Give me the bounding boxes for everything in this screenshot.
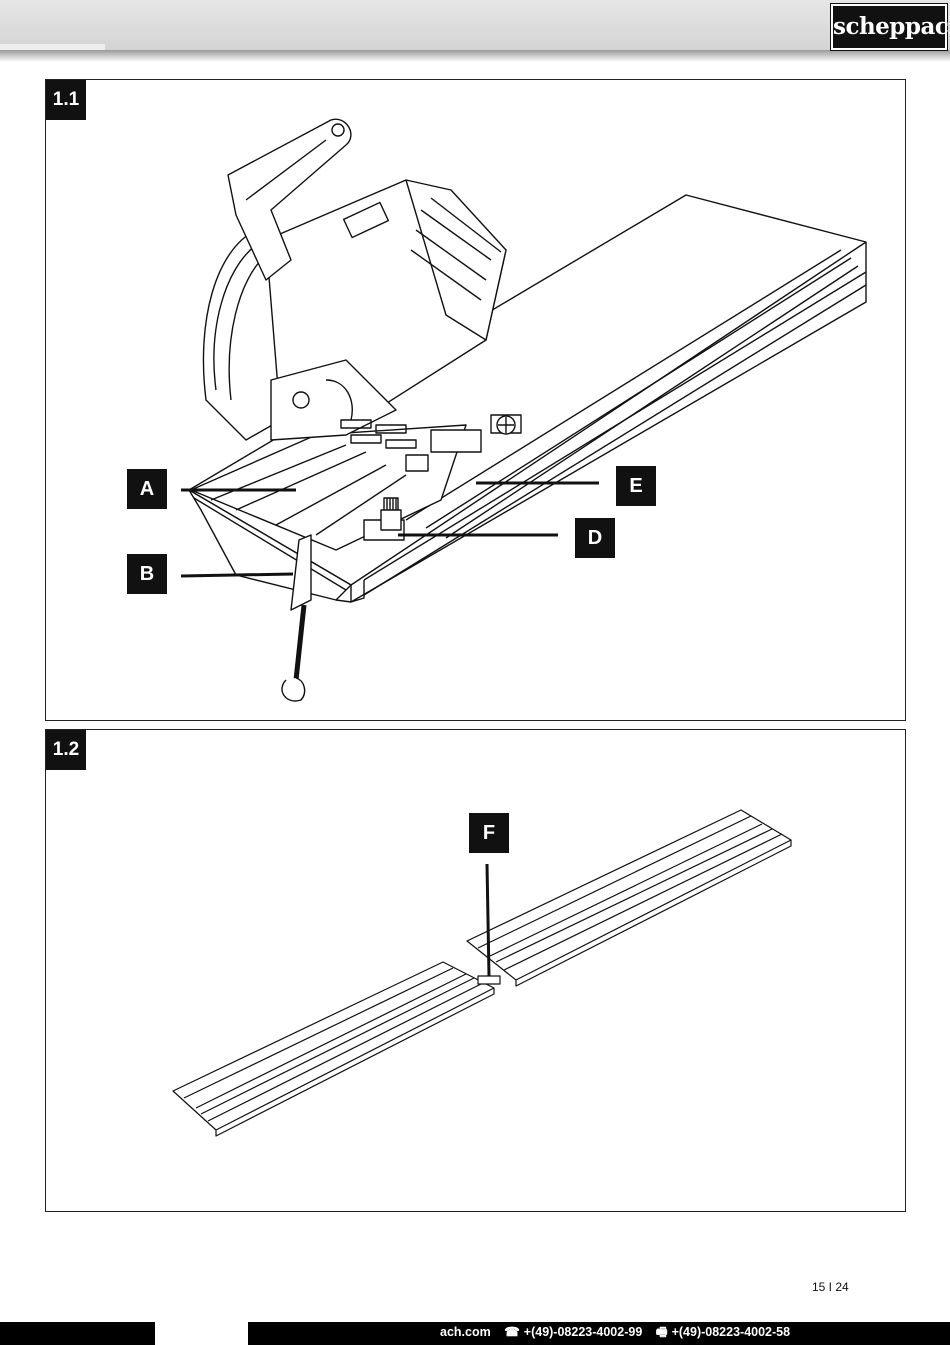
adjustment-knob-d bbox=[363, 454, 429, 541]
footer-bar: ach.com ☎+(49)-08223-4002-99 🖷+(49)-0822… bbox=[0, 1322, 950, 1345]
rail-clamp bbox=[290, 534, 312, 611]
callout-a: A bbox=[127, 469, 167, 509]
callout-d: D bbox=[575, 518, 615, 558]
baseplate-slots bbox=[340, 419, 417, 449]
header-shadow bbox=[0, 50, 950, 62]
callout-f: F bbox=[469, 813, 509, 853]
footer-gap bbox=[155, 1322, 248, 1345]
saw-handle bbox=[227, 118, 352, 281]
telephone-icon: ☎ bbox=[504, 1325, 520, 1339]
guide-rail-left bbox=[172, 961, 495, 1137]
figure-panel-1-1: 1.1 bbox=[45, 79, 906, 721]
joined-guide-rails-drawing bbox=[172, 809, 792, 1137]
callout-b: B bbox=[127, 554, 167, 594]
header-step bbox=[0, 44, 105, 50]
footer-contact: ach.com ☎+(49)-08223-4002-99 🖷+(49)-0822… bbox=[440, 1322, 800, 1345]
callout-e: E bbox=[616, 466, 656, 506]
page-number: 15 I 24 bbox=[812, 1280, 849, 1294]
brand-logo: scheppach bbox=[831, 4, 950, 50]
figure-panel-1-2: 1.2 F bbox=[45, 729, 906, 1212]
guide-rail-right bbox=[466, 809, 792, 987]
header-bar bbox=[0, 0, 950, 50]
rail-connector bbox=[477, 975, 501, 985]
fax-icon: 🖷 bbox=[655, 1325, 668, 1339]
phone-number: +(49)-08223-4002-99 bbox=[523, 1325, 643, 1339]
figure-number: 1.2 bbox=[46, 730, 86, 770]
figure-number: 1.1 bbox=[46, 80, 86, 120]
fax-number: +(49)-08223-4002-58 bbox=[671, 1325, 791, 1339]
website-link[interactable]: ach.com bbox=[440, 1325, 491, 1339]
adjustment-knob-e bbox=[430, 414, 522, 453]
circular-saw-on-guide-rail-drawing bbox=[180, 118, 867, 702]
